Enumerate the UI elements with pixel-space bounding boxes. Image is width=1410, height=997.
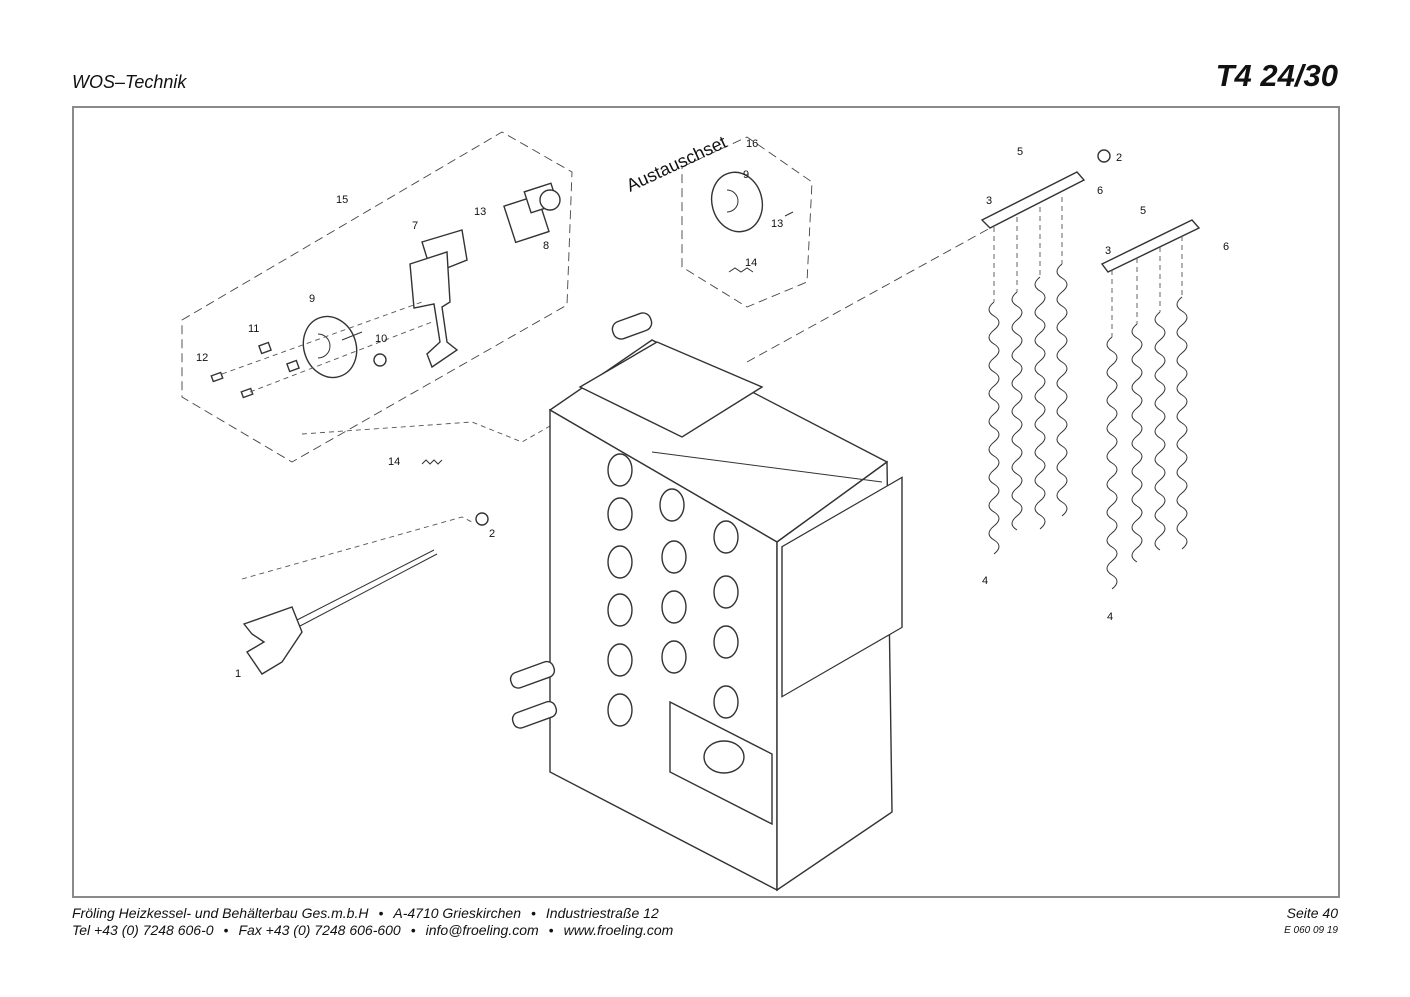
callout-2: 2 (489, 528, 495, 540)
turbulator-springs-right (1106, 296, 1188, 590)
footer-bullet: • (378, 905, 384, 921)
cleaning-disc (302, 315, 363, 379)
footer-email[interactable]: info@froeling.com (425, 922, 539, 938)
replacement-kit-outline (681, 136, 813, 308)
turbulator-openings (607, 453, 739, 727)
callout-2: 2 (1116, 152, 1122, 164)
nut-2 (475, 512, 489, 526)
callout-6: 6 (1223, 241, 1229, 253)
diagram-frame: 1 2 2 3 3 4 4 5 5 6 6 7 8 9 9 10 11 12 1… (72, 106, 1340, 898)
footer-bullet: • (548, 922, 554, 938)
replacement-kit-label: Austauschset (623, 132, 729, 196)
footer-company: Fröling Heizkessel- und Behälterbau Ges.… (72, 905, 369, 921)
callout-9: 9 (309, 293, 315, 305)
rail-right (1100, 219, 1201, 273)
callout-1: 1 (235, 668, 241, 680)
callout-10: 10 (375, 333, 387, 345)
knob-10 (373, 353, 387, 367)
callout-13: 13 (474, 206, 486, 218)
callout-11: 11 (248, 323, 259, 335)
callout-3: 3 (986, 195, 992, 207)
doc-number: E 060 09 19 (1284, 925, 1338, 936)
callout-5: 5 (1017, 146, 1023, 158)
footer-city: A-4710 Grieskirchen (393, 905, 521, 921)
callout-6: 6 (1097, 185, 1103, 197)
callout-4: 4 (982, 575, 988, 587)
callout-14: 14 (388, 456, 400, 468)
model-title: T4 24/30 (1215, 58, 1338, 93)
callout-12: 12 (196, 352, 208, 364)
footer-tel: Tel +43 (0) 7248 606-0 (72, 922, 214, 938)
callout-5: 5 (1140, 205, 1146, 217)
callout-13: 13 (771, 218, 783, 230)
callout-14: 14 (745, 257, 757, 269)
callout-16: 16 (746, 138, 758, 150)
footer-web[interactable]: www.froeling.com (563, 922, 674, 938)
lever-rod (242, 549, 438, 675)
exploded-parts-diagram: 1 2 2 3 3 4 4 5 5 6 6 7 8 9 9 10 11 12 1… (181, 131, 1229, 892)
boiler-body (509, 312, 903, 892)
callout-4: 4 (1107, 611, 1113, 623)
page-number: Seite 40 (1286, 905, 1338, 921)
turbulator-springs-left (988, 263, 1068, 555)
footer-fax: Fax +43 (0) 7248 606-600 (238, 922, 401, 938)
group-15-outline (181, 131, 573, 463)
spring-14 (421, 459, 443, 465)
footer-bullet: • (531, 905, 536, 921)
callout-8: 8 (543, 240, 549, 252)
footer-street: Industriestraße 12 (545, 905, 659, 921)
callout-7: 7 (412, 220, 418, 232)
callout-3: 3 (1105, 245, 1111, 257)
header-title: WOS–Technik (72, 72, 187, 92)
rail-left (980, 171, 1086, 229)
callout-9: 9 (743, 169, 749, 181)
footer-line-2: Tel +43 (0) 7248 606-0 • Fax +43 (0) 7248 … (72, 922, 673, 938)
footer-bullet: • (410, 922, 416, 938)
callout-15: 15 (336, 194, 348, 206)
footer-line-1: Fröling Heizkessel- und Behälterbau Ges.… (72, 905, 659, 921)
gear-motor (503, 182, 561, 244)
footer-bullet: • (223, 922, 229, 938)
mounting-bracket (409, 229, 468, 369)
